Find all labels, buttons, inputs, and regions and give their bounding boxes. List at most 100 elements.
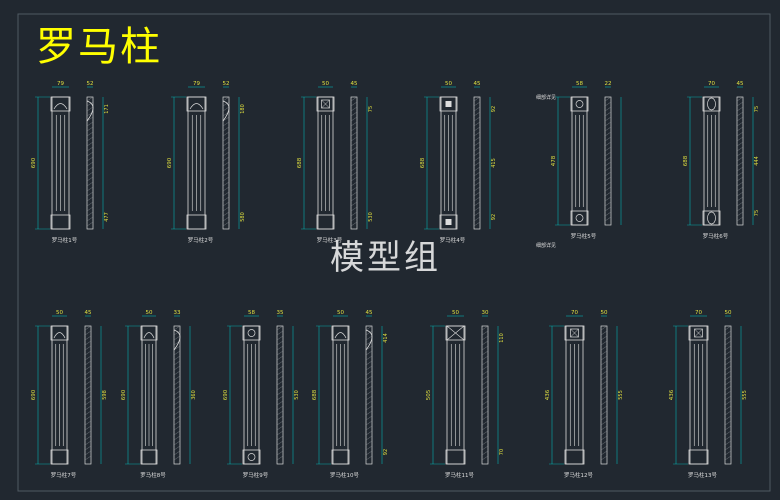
side-hatch-line [222,191,230,197]
side-hatch-line [600,325,608,331]
side-hatch-line [365,435,373,441]
side-hatch-line [276,345,284,351]
side-hatch-line [173,395,181,401]
side-hatch-line [276,420,284,426]
side-hatch-line [276,340,284,346]
side-hatch-line [350,211,358,217]
side-scroll-profile [173,329,181,351]
side-hatch-line [724,355,732,361]
column-caption: 罗马柱5号 [571,232,597,240]
side-hatch-line [276,325,284,331]
side-hatch-line [86,131,94,137]
side-hatch-line [724,350,732,356]
side-hatch-line [473,136,481,142]
side-hatch-line [173,370,181,376]
side-hatch-line [173,450,181,456]
side-hatch-line [222,211,230,217]
side-hatch-line [473,201,481,207]
side-hatch-line [481,325,489,331]
side-hatch-line [276,455,284,461]
side-hatch-line [84,415,92,421]
side-hatch-line [84,410,92,416]
side-hatch-line [173,385,181,391]
column-side-outline [222,96,230,230]
capital-rosette-ornament [247,329,256,337]
side-hatch-line [365,420,373,426]
side-hatch-line [86,96,94,102]
side-hatch-line [173,440,181,446]
side-hatch-line [86,201,94,207]
side-hatch-line [276,385,284,391]
side-hatch-line [600,425,608,431]
side-hatch-line [473,171,481,177]
side-hatch-line [736,166,744,172]
column-caption: 罗马柱3号 [317,236,343,244]
column-side-outline [604,96,612,226]
column-caption: 罗马柱4号 [440,236,466,244]
side-hatch-line [600,435,608,441]
height-dimension-label: 688 [297,157,303,168]
side-hatch-line [350,141,358,147]
side-hatch-line [84,455,92,461]
side-hatch-line [604,121,612,127]
side-hatch-line [473,191,481,197]
side-hatch-line [724,425,732,431]
side-hatch-line [724,345,732,351]
side-hatch-line [84,360,92,366]
side-width-label: 45 [737,81,744,87]
side-hatch-line [481,455,489,461]
side-hatch-line [173,380,181,386]
side-hatch-line [222,216,230,222]
watermark-text: 模型组 [330,238,441,278]
side-hatch-line [600,355,608,361]
column-side-outline [736,96,744,226]
front-width-label: 50 [445,81,452,87]
side-hatch-line [473,141,481,147]
side-hatch-line [350,186,358,192]
side-hatch-line [365,330,373,336]
side-width-label: 45 [85,310,92,316]
capital-box-ornament [321,99,330,109]
side-hatch-line [600,350,608,356]
column-capital [688,325,709,341]
height-dimension-label: 690 [31,157,37,168]
side-hatch-line [604,116,612,122]
height-dimension-label: 690 [121,389,127,400]
height-dimension-label: 690 [223,389,229,400]
side-hatch-line [604,96,612,102]
side-hatch-line [481,340,489,346]
height-dimension-label: 688 [420,157,426,168]
height-dimension-label: 478 [551,155,557,166]
column-capital [702,96,721,112]
side-hatch-line [86,146,94,152]
side-hatch-line [600,455,608,461]
side-hatch-line [86,126,94,132]
side-hatch-line [481,430,489,436]
base-bar-ornament [445,219,452,225]
side-hatch-line [473,186,481,192]
side-hatch-line [600,410,608,416]
side-hatch-line [173,390,181,396]
side-hatch-line [473,181,481,187]
column-base [570,210,589,226]
side-hatch-line [84,355,92,361]
side-hatch-line [724,445,732,451]
base-rosette-ornament [707,211,716,225]
side-hatch-line [600,345,608,351]
side-hatch-line [365,350,373,356]
side-hatch-line [481,425,489,431]
capital-box-ornament [694,328,703,338]
side-hatch-line [724,365,732,371]
side-hatch-line [86,206,94,212]
side-hatch-line [222,201,230,207]
side-hatch-line [350,216,358,222]
side-hatch-line [84,430,92,436]
side-dimension-label: 415 [491,158,497,168]
side-hatch-line [604,216,612,222]
side-hatch-line [86,151,94,157]
capital-scroll-ornament [53,332,66,339]
side-hatch-line [222,141,230,147]
side-hatch-line [276,350,284,356]
side-hatch-line [350,101,358,107]
